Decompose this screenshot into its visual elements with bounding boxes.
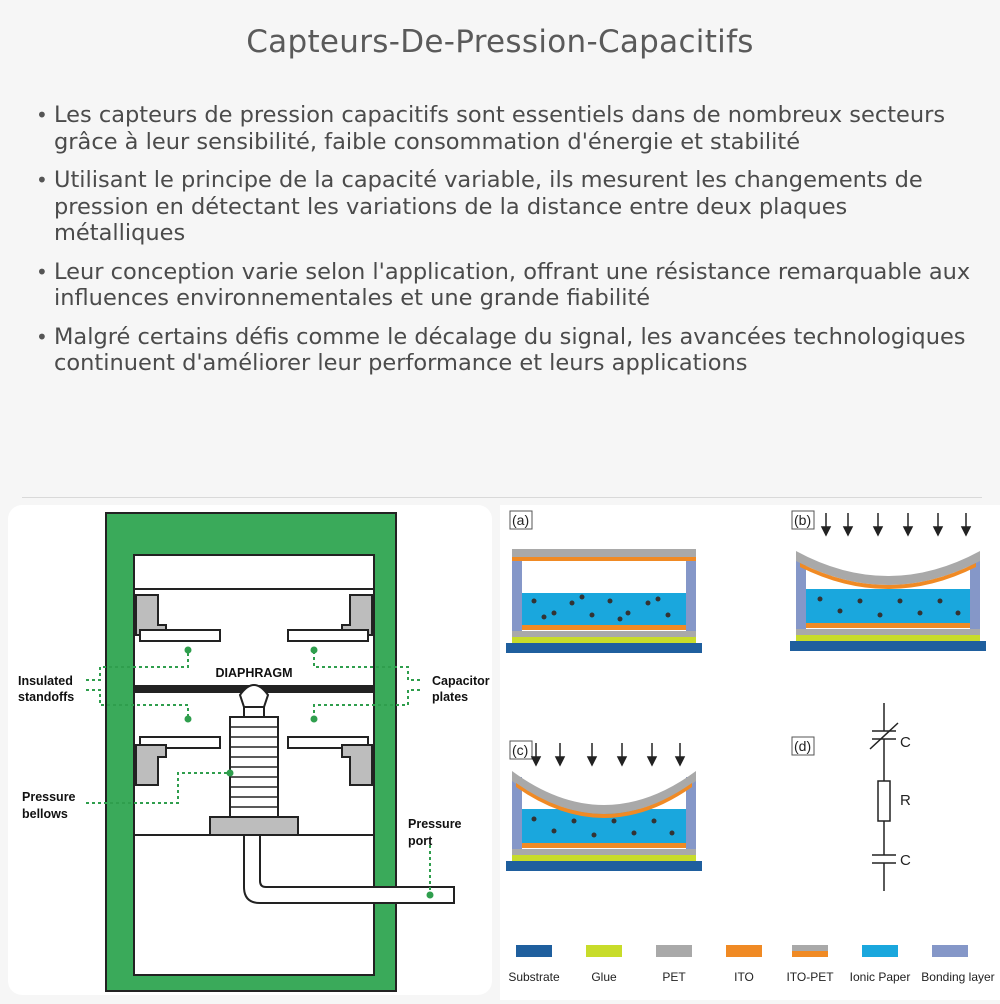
page-title: Capteurs-De-Pression-Capacitifs xyxy=(246,24,754,60)
capacitor-plates-label: Capacitor xyxy=(432,674,490,688)
sensor-cross-section-diagram: DIAPHRAGM xyxy=(18,512,490,992)
legend-label: Glue xyxy=(591,970,617,984)
panel-a-label: (a) xyxy=(512,512,529,528)
legend-swatch xyxy=(516,945,552,957)
pressure-bellows-label: bellows xyxy=(22,807,68,821)
bullet-list: Les capteurs de pression capacitifs sont… xyxy=(34,102,984,389)
legend-swatch xyxy=(932,945,968,957)
ionic-sensor-panel: (a) (b) (c) (d) xyxy=(500,505,1000,1000)
sensor-state-a xyxy=(506,549,702,653)
equivalent-circuit xyxy=(869,703,899,891)
panel-c-label: (c) xyxy=(512,742,528,758)
bullet-item: Utilisant le principe de la capacité var… xyxy=(34,167,984,247)
bullet-item: Les capteurs de pression capacitifs sont… xyxy=(34,102,984,155)
circuit-label-c-top: C xyxy=(900,734,911,751)
layer-legend: Substrate Glue PET ITO ITO-PET Ionic Pap… xyxy=(508,945,995,984)
legend-label: Ionic Paper xyxy=(850,970,911,984)
legend-swatch xyxy=(656,945,692,957)
pressure-port-label: Pressure xyxy=(408,817,462,831)
legend-swatch xyxy=(792,951,828,957)
ionic-sensor-diagram: (a) (b) (c) (d) xyxy=(506,510,995,984)
legend-label: PET xyxy=(662,970,686,984)
capacitor-plates-label: plates xyxy=(432,690,468,704)
legend-label: Substrate xyxy=(508,970,560,984)
insulated-standoffs-label: Insulated xyxy=(18,674,73,688)
panel-d-label: (d) xyxy=(794,738,811,754)
pressure-bellows-label: Pressure xyxy=(22,790,76,804)
legend-swatch xyxy=(726,945,762,957)
panel-b-label: (b) xyxy=(794,512,811,528)
sensor-state-b xyxy=(790,513,986,651)
sensor-diagram-panel: DIAPHRAGM xyxy=(8,505,492,995)
circuit-label-c-bottom: C xyxy=(900,852,911,869)
legend-swatch xyxy=(586,945,622,957)
bullet-item: Malgré certains défis comme le décalage … xyxy=(34,324,984,377)
section-divider xyxy=(22,497,982,498)
legend-label: ITO xyxy=(734,970,754,984)
diaphragm-label: DIAPHRAGM xyxy=(215,666,292,680)
insulated-standoffs-label: standoffs xyxy=(18,690,74,704)
legend-swatch xyxy=(792,945,828,951)
legend-swatch xyxy=(862,945,898,957)
legend-label: ITO-PET xyxy=(786,970,834,984)
legend-label: Bonding layer xyxy=(921,970,994,984)
sensor-state-c xyxy=(506,743,702,871)
pressure-bellows xyxy=(229,716,279,818)
pressure-port-label: port xyxy=(408,834,433,848)
bullet-item: Leur conception varie selon l'applicatio… xyxy=(34,259,984,312)
circuit-label-r: R xyxy=(900,792,911,809)
